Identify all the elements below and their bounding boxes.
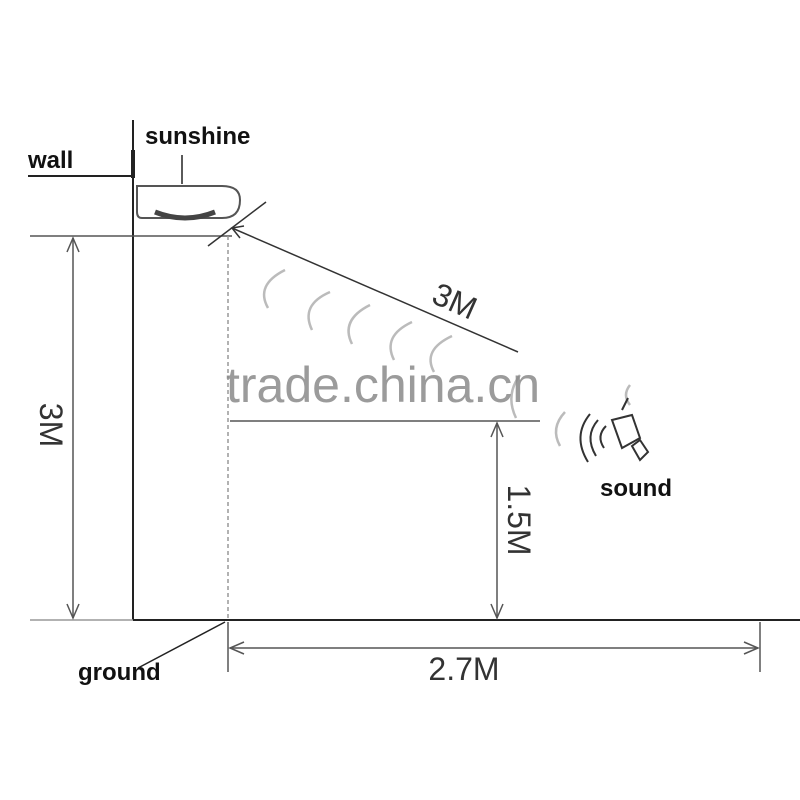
sound-wave-arc xyxy=(347,303,371,345)
mount-height-label: 3M xyxy=(33,403,69,447)
solar-lamp-icon xyxy=(136,185,242,221)
sound-wave-arcs xyxy=(262,268,632,447)
target-height-arrow-top xyxy=(490,421,504,438)
sound-wave-arc xyxy=(307,290,331,331)
mount-height-arrow-top xyxy=(66,236,80,253)
sound-wave-arc xyxy=(389,320,413,361)
sound-label: sound xyxy=(600,475,672,502)
speaker-icon xyxy=(579,397,650,463)
ground-label: ground xyxy=(78,659,161,686)
sound-wave-arc xyxy=(510,374,522,419)
sound-wave-arc xyxy=(624,384,632,406)
mount-height-arrow-bottom xyxy=(66,603,80,620)
target-height-arrow-bottom xyxy=(490,603,504,620)
beam-line xyxy=(231,227,519,353)
sound-wave-arc xyxy=(429,334,453,373)
horizontal-arrow-right xyxy=(743,641,760,655)
target-height-label: 1.5M xyxy=(501,484,537,555)
sunshine-label: sunshine xyxy=(145,123,250,150)
wall-label: wall xyxy=(27,147,73,174)
horizontal-arrow-left xyxy=(228,641,245,655)
watermark-text: trade.china.cn xyxy=(226,357,540,413)
sound-wave-arc xyxy=(554,411,566,447)
sound-wave-arc xyxy=(262,268,286,309)
ground-leader-line xyxy=(137,621,226,669)
horizontal-distance-label: 2.7M xyxy=(428,651,499,687)
beam-distance-label: 3M xyxy=(427,276,482,327)
beam-start-arrow xyxy=(230,225,245,239)
beam-start-tick xyxy=(207,201,267,247)
